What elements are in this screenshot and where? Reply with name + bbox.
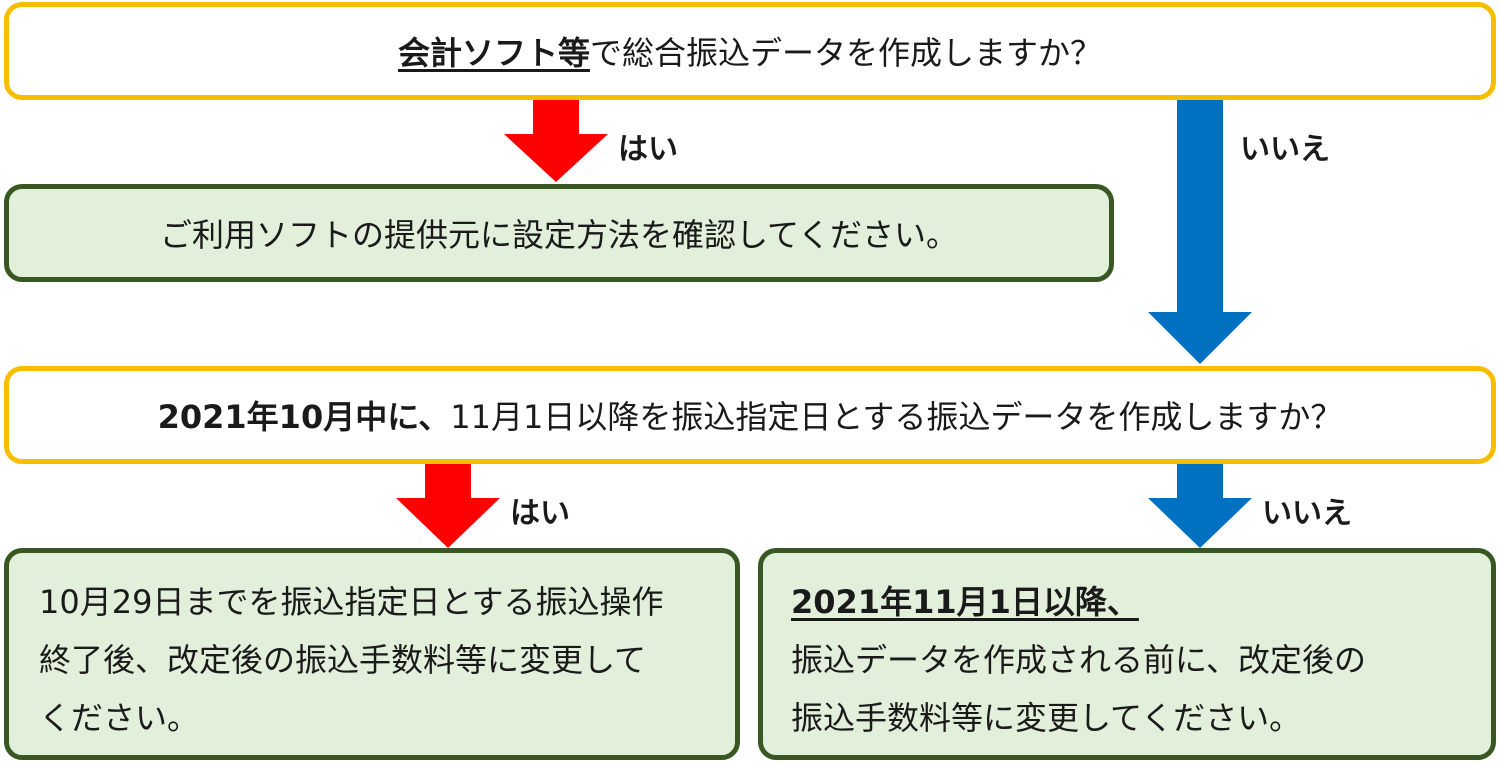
- answer-no-2-box: 2021年11月1日以降、 振込データを作成される前に、改定後の 振込手数料等に…: [758, 548, 1496, 760]
- answer-yes-1-text: ご利用ソフトの提供元に設定方法を確認してください。: [159, 216, 959, 254]
- answer-yes-2-line-2: 終了後、改定後の振込手数料等に変更して: [39, 641, 647, 679]
- question-1-box: 会計ソフト等で総合振込データを作成しますか？: [4, 2, 1496, 100]
- question-2-box: 2021年10月中に、11月1日以降を振込指定日とする振込データを作成しますか？: [4, 366, 1496, 464]
- question-1-emphasis: 会計ソフト等: [397, 34, 590, 72]
- answer-yes-1-box: ご利用ソフトの提供元に設定方法を確認してください。: [4, 184, 1114, 282]
- answer-no-2-line-1: 振込データを作成される前に、改定後の: [791, 641, 1367, 679]
- answer-no-2-line-2: 振込手数料等に変更してください。: [791, 699, 1302, 737]
- answer-yes-2-line-3: ください。: [39, 699, 200, 737]
- yes-arrow-1: [504, 100, 608, 182]
- question-1-text: で総合振込データを作成しますか？: [590, 34, 1103, 72]
- question-2-text: 11月1日以降を振込指定日とする振込データを作成しますか？: [450, 398, 1343, 436]
- answer-yes-2-line-1: 10月29日までを振込指定日とする振込操作: [39, 583, 664, 621]
- no-arrow-1: [1148, 100, 1252, 364]
- no-label-2: いいえ: [1262, 496, 1352, 531]
- question-2-emphasis: 2021年10月中に、: [157, 398, 451, 436]
- no-arrow-2: [1148, 464, 1252, 548]
- yes-arrow-2: [396, 464, 500, 548]
- answer-no-2-heading: 2021年11月1日以降、: [791, 583, 1139, 621]
- yes-label-2: はい: [510, 496, 570, 531]
- no-label-1: いいえ: [1240, 132, 1330, 167]
- answer-yes-2-box: 10月29日までを振込指定日とする振込操作 終了後、改定後の振込手数料等に変更し…: [4, 548, 740, 760]
- yes-label-1: はい: [618, 132, 678, 167]
